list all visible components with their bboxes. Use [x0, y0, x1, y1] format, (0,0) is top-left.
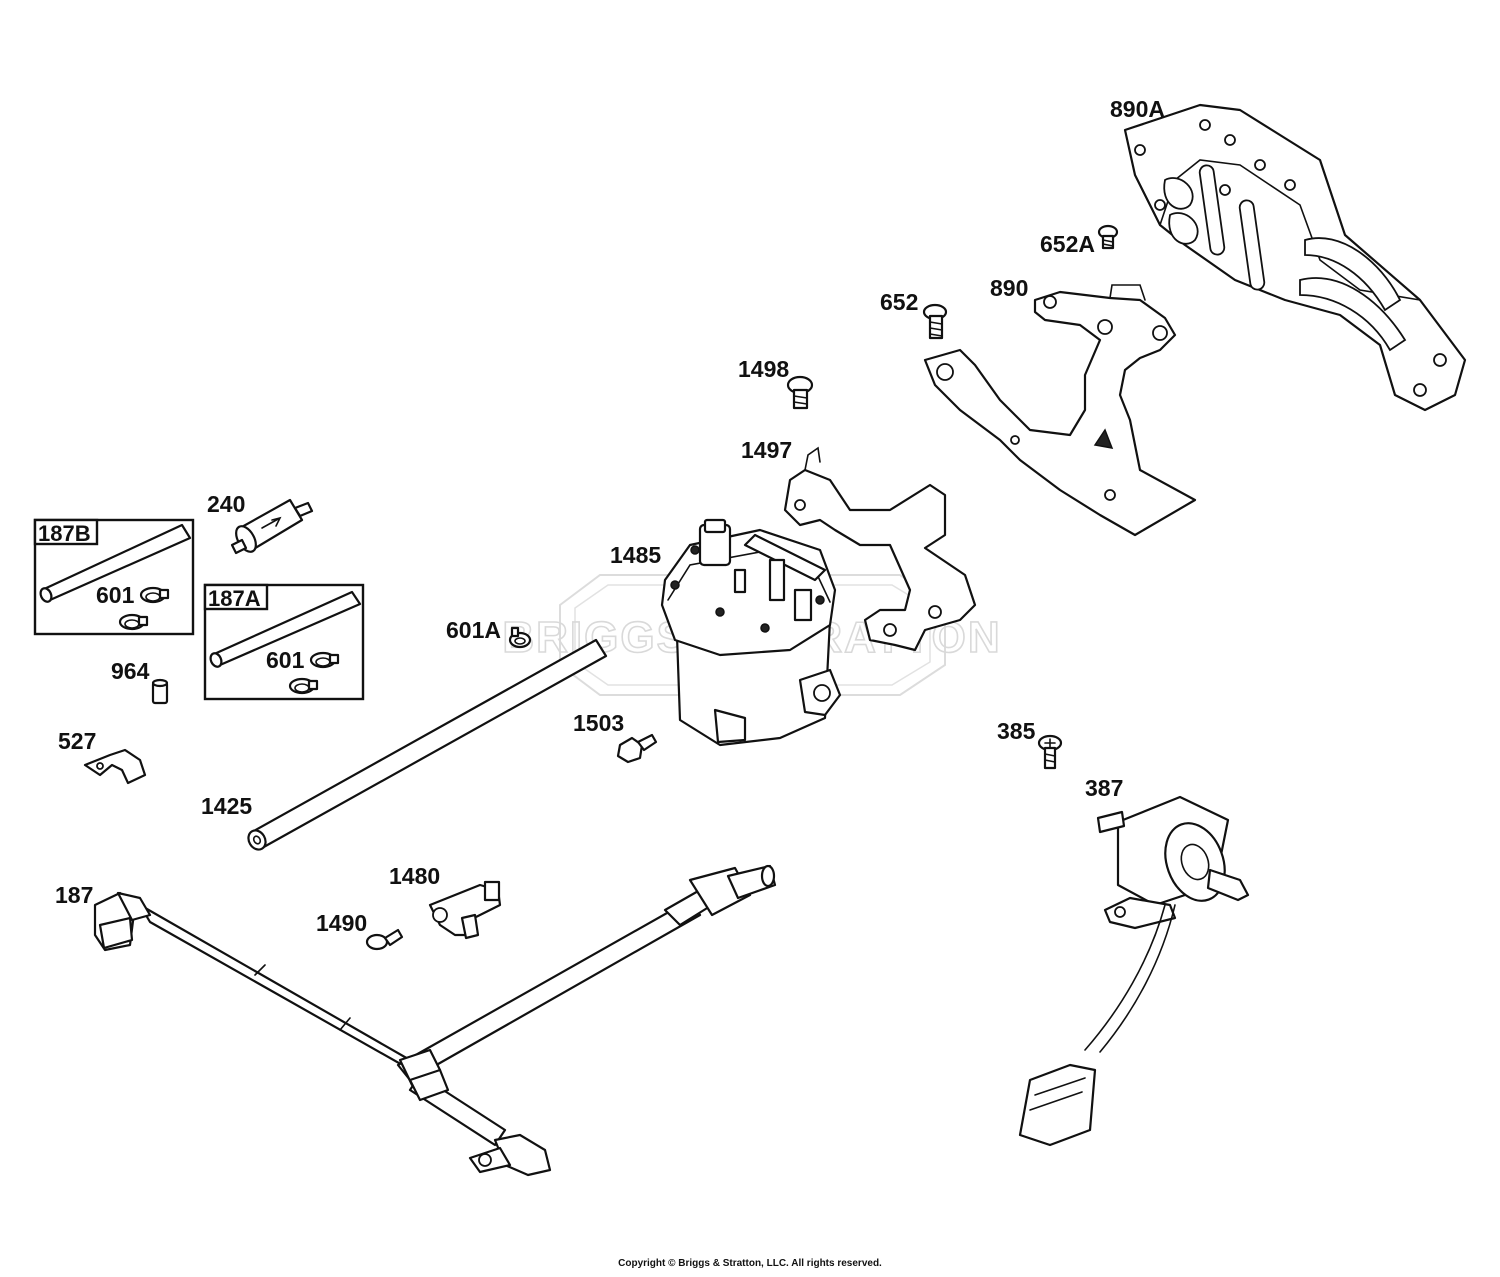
hose-clamp-icon — [288, 677, 319, 695]
label-1480: 1480 — [389, 863, 440, 889]
bracket-890 — [923, 284, 1197, 537]
screw-1490 — [365, 928, 404, 951]
label-601-b: 601 — [96, 582, 135, 608]
label-652: 652 — [880, 289, 918, 315]
screw-1503 — [616, 733, 658, 764]
label-385: 385 — [997, 718, 1036, 744]
label-1485: 1485 — [610, 542, 661, 568]
clip-527 — [83, 748, 147, 785]
label-387: 387 — [1085, 775, 1123, 801]
label-890: 890 — [990, 275, 1028, 301]
label-601-a: 601 — [266, 647, 305, 673]
fuel-filter-240 — [230, 498, 314, 555]
label-187A: 187A — [208, 586, 261, 611]
hose-clamp-icon — [118, 613, 149, 631]
spacer-964 — [151, 678, 169, 705]
label-1490: 1490 — [316, 910, 367, 936]
bracket-890A — [1123, 103, 1467, 412]
label-1503: 1503 — [573, 710, 624, 736]
label-890A: 890A — [1110, 96, 1165, 122]
fuel-line-1425 — [247, 638, 608, 851]
label-187: 187 — [55, 882, 93, 908]
screw-385 — [1037, 734, 1063, 770]
fitting-1480 — [428, 880, 502, 940]
label-964: 964 — [111, 658, 150, 684]
hose-clamp-icon — [139, 586, 170, 604]
copyright-notice: Copyright © Briggs & Stratton, LLC. All … — [618, 1258, 882, 1269]
electric-fuel-pump-387 — [1018, 795, 1250, 1147]
label-1498: 1498 — [738, 356, 789, 382]
label-527: 527 — [58, 728, 96, 754]
fuel-pump-module-1485 — [660, 518, 842, 747]
bracket-1497 — [783, 446, 977, 652]
kit-box-187B: 187B 601 — [33, 518, 195, 636]
hose-clamp-icon — [309, 651, 340, 669]
clamp-601A — [508, 626, 532, 649]
label-652A: 652A — [1040, 231, 1095, 257]
label-601A: 601A — [446, 617, 501, 643]
kit-box-187A: 187A 601 — [203, 583, 365, 701]
screw-652 — [922, 303, 948, 340]
screw-652A — [1097, 224, 1119, 250]
label-1425: 1425 — [201, 793, 252, 819]
fuel-line-assembly-187 — [93, 864, 777, 1177]
label-1497: 1497 — [741, 437, 792, 463]
label-187B: 187B — [38, 521, 91, 546]
screw-1498 — [786, 375, 814, 410]
label-240: 240 — [207, 491, 245, 517]
